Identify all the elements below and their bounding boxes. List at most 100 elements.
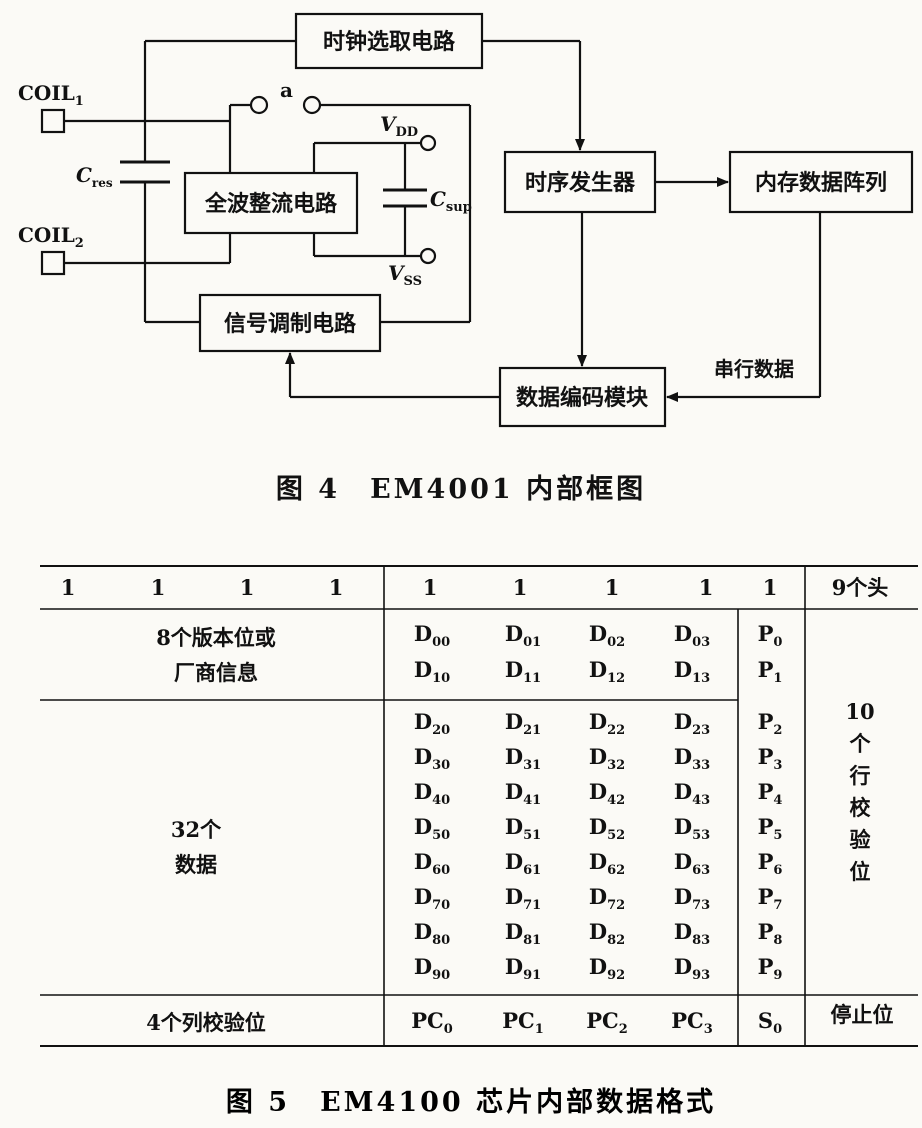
header-label: 9个头 — [832, 575, 889, 600]
data-bit: D42 — [589, 779, 625, 808]
header-bit: 1 — [151, 575, 166, 600]
row-parity-label: 个 — [850, 731, 872, 756]
row-parity-bit: P6 — [758, 849, 783, 878]
data-bit: D02 — [589, 621, 625, 650]
csup-label: Csup — [430, 187, 472, 215]
row-parity-label: 验 — [850, 827, 871, 852]
header-bit: 1 — [423, 575, 438, 600]
figure5-caption: 图 5 EM4100 芯片内部数据格式 — [226, 1086, 716, 1118]
data-bit: D11 — [505, 657, 541, 686]
row-parity-label: 10 — [845, 699, 874, 724]
data-bit: D83 — [674, 919, 710, 948]
column-parity-label: 4个列校验位 — [146, 1010, 266, 1035]
data-bit: D00 — [414, 621, 450, 650]
row-parity-bit: P2 — [758, 709, 783, 738]
switch-contact-right — [302, 95, 322, 115]
data-bit: D71 — [505, 884, 541, 913]
column-parity-bit: PC1 — [502, 1008, 544, 1037]
data-bit: D80 — [414, 919, 450, 948]
vdd-label: VDD — [380, 112, 418, 140]
data-bit: D13 — [674, 657, 710, 686]
row-parity-label: 位 — [850, 859, 871, 884]
data-encoder-label: 数据编码模块 — [516, 385, 649, 411]
coil2-label: COIL2 — [18, 223, 84, 251]
column-parity-bit: PC2 — [586, 1008, 628, 1037]
data-bit: D20 — [414, 709, 450, 738]
switch-contact-left — [249, 95, 269, 115]
data-bit: D12 — [589, 657, 625, 686]
data-count-label: 数据 — [175, 852, 217, 877]
data-bit: D53 — [674, 814, 710, 843]
header-bit: 1 — [240, 575, 255, 600]
serial-data-label: 串行数据 — [714, 357, 794, 381]
data-bit: D52 — [589, 814, 625, 843]
header-bit: 1 — [699, 575, 714, 600]
data-bit: D73 — [674, 884, 710, 913]
timing-generator-label: 时序发生器 — [525, 170, 636, 196]
data-bit: D81 — [505, 919, 541, 948]
data-bit: D03 — [674, 621, 710, 650]
header-bit: 1 — [61, 575, 76, 600]
stop-label: 停止位 — [831, 1002, 894, 1027]
row-parity-label: 行 — [849, 763, 871, 788]
vdd-terminal — [419, 134, 437, 152]
data-bit: D31 — [505, 744, 541, 773]
rectifier-block — [183, 171, 359, 235]
coil2-terminal — [40, 250, 66, 276]
data-bit: D51 — [505, 814, 541, 843]
figure5-table — [40, 565, 918, 1047]
header-bit: 1 — [763, 575, 778, 600]
row-parity-label: 校 — [850, 795, 872, 820]
switch-a-label: a — [280, 78, 293, 102]
row-parity-bit: P8 — [758, 919, 783, 948]
data-bit: D62 — [589, 849, 625, 878]
data-bit: D91 — [505, 954, 541, 983]
row-parity-bit: P5 — [758, 814, 783, 843]
column-parity-bit: PC3 — [671, 1008, 713, 1037]
data-bit: D61 — [505, 849, 541, 878]
row-parity-bit: P1 — [758, 657, 783, 686]
stop-bit: S0 — [758, 1008, 782, 1037]
data-bit: D82 — [589, 919, 625, 948]
column-parity-bit: PC0 — [411, 1008, 453, 1037]
data-bit: D43 — [674, 779, 710, 808]
rectifier-label: 全波整流电路 — [204, 191, 338, 217]
data-bit: D90 — [414, 954, 450, 983]
data-bit: D63 — [674, 849, 710, 878]
data-bit: D22 — [589, 709, 625, 738]
data-bit: D01 — [505, 621, 541, 650]
modulation-label: 信号调制电路 — [224, 311, 357, 337]
data-bit: D30 — [414, 744, 450, 773]
version-label: 8个版本位或 — [156, 625, 276, 650]
coil1-terminal — [40, 108, 66, 134]
data-bit: D33 — [674, 744, 710, 773]
data-bit: D10 — [414, 657, 450, 686]
row-parity-bit: P4 — [758, 779, 783, 808]
coil1-label: COIL1 — [18, 81, 84, 109]
data-bit: D21 — [505, 709, 541, 738]
row-parity-bit: P3 — [758, 744, 783, 773]
header-bit: 1 — [329, 575, 344, 600]
data-bit: D32 — [589, 744, 625, 773]
row-parity-bit: P9 — [758, 954, 783, 983]
vss-label: VSS — [388, 261, 422, 289]
figure4-block-diagram — [40, 12, 914, 428]
cres-label: Cres — [76, 163, 113, 190]
data-bit: D23 — [674, 709, 710, 738]
data-bit: D40 — [414, 779, 450, 808]
row-parity-bit: P7 — [758, 884, 783, 913]
row-parity-bit: P0 — [758, 621, 783, 650]
data-bit: D60 — [414, 849, 450, 878]
header-bit: 1 — [513, 575, 528, 600]
data-count-label: 32个 — [171, 817, 222, 842]
data-bit: D41 — [505, 779, 541, 808]
version-label: 厂商信息 — [174, 660, 258, 685]
vss-terminal — [419, 247, 437, 265]
figure4-caption: 图 4 EM4001 内部框图 — [276, 473, 646, 505]
memory-array-label: 内存数据阵列 — [755, 170, 887, 196]
clock-select-label: 时钟选取电路 — [323, 29, 456, 55]
header-bit: 1 — [605, 575, 620, 600]
data-bit: D50 — [414, 814, 450, 843]
